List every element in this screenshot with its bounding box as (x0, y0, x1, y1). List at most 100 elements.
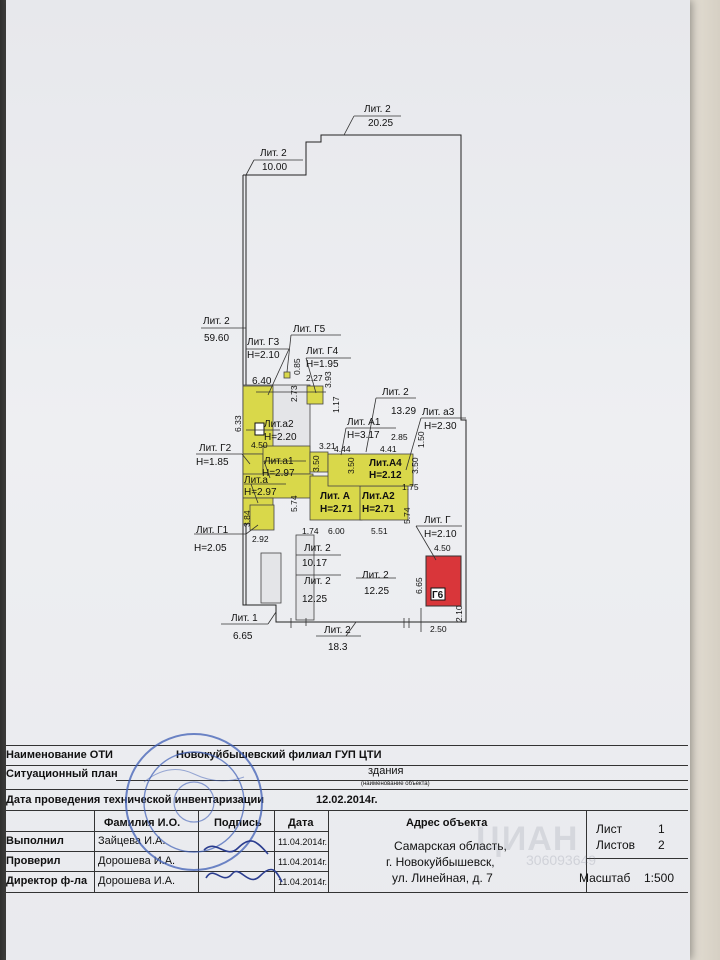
address-line: г. Новокуйбышевск, (386, 855, 495, 869)
label: Н=2.30 (424, 421, 457, 432)
label: Н=2.05 (194, 543, 227, 554)
dimension: 3.50 (410, 457, 420, 474)
label: Лит. Г2 (199, 443, 232, 454)
watermark-id: 306093649 (526, 852, 597, 868)
col-date: Дата (288, 817, 314, 829)
plan-label: Ситуационный план (6, 768, 118, 780)
role: Выполнил (6, 835, 64, 847)
sheet-value: 1 (658, 822, 665, 836)
dimension: 6.65 (233, 631, 253, 642)
plan-caption: (наименование объекта) (361, 781, 430, 787)
official-stamp (125, 733, 263, 871)
leader-lines (194, 115, 466, 637)
dimension: 5.51 (371, 526, 388, 536)
document-sheet: Лит. 2 20.25 Лит. 2 10.00 Лит. 2 59.60 Л… (6, 0, 690, 960)
label: Лит. 2 (304, 543, 331, 554)
label: Н=2.97 (262, 468, 295, 479)
label: Н=2.20 (264, 432, 297, 443)
dimension: 1.75 (402, 482, 419, 492)
signature-marks (203, 840, 283, 883)
dimension: 12.25 (302, 594, 327, 605)
label: Лит.а (244, 475, 268, 486)
label: Лит. Г3 (247, 337, 280, 348)
small-marker (254, 422, 265, 436)
lit-a2-main-block (359, 485, 409, 521)
dimension: 3.50 (346, 457, 356, 474)
label: Лит. 2 (364, 104, 391, 115)
lit-g4-block (306, 385, 324, 405)
label: Н=2.10 (247, 350, 280, 361)
dimension: 59.60 (204, 333, 229, 344)
label: Лит. А (320, 491, 350, 502)
label: Н=2.97 (244, 487, 277, 498)
dimension: 20.25 (368, 118, 393, 129)
label: Лит. 2 (324, 625, 351, 636)
dimension: 2.27 (306, 373, 323, 383)
dimension: 3.21 (319, 441, 336, 451)
dimension: 10.00 (262, 162, 287, 173)
oti-value: Новокуйбышевский филиал ГУП ЦТИ (176, 749, 382, 761)
role: Проверил (6, 855, 61, 867)
lit-a2-block (262, 445, 311, 475)
inventory-date: 12.02.2014г. (316, 794, 378, 806)
label: Лит. 2 (382, 387, 409, 398)
dimension: 4.50 (434, 543, 451, 553)
sheet-label: Лист (596, 822, 623, 836)
label: Н=2.10 (424, 529, 457, 540)
dimension: 6.33 (233, 415, 243, 432)
dimension: 6.00 (328, 526, 345, 536)
label: Лит.А2 (362, 491, 395, 502)
yellow-buildings (242, 371, 414, 531)
boundary-ticks (290, 618, 410, 628)
dimension: 2.73 (289, 385, 299, 402)
sign-date: 11.04.2014г. (278, 857, 328, 867)
site-plan: Лит. 2 20.25 Лит. 2 10.00 Лит. 2 59.60 Л… (194, 104, 467, 653)
scale-label: Масштаб (579, 871, 631, 885)
label: Лит. 2 (260, 148, 287, 159)
scale-value: 1:500 (644, 871, 675, 885)
label: Лит. а3 (422, 407, 455, 418)
g6-box (430, 587, 446, 601)
dimension: 18.3 (328, 642, 348, 653)
address-line: Самарская область, (394, 839, 507, 853)
oti-label: Наименование ОТИ (6, 749, 113, 761)
date-label: Дата проведения технической инвентаризац… (6, 794, 265, 806)
label: Лит. Г1 (196, 525, 229, 536)
col-sign: Подпись (214, 817, 262, 829)
label: Лит. Г5 (293, 324, 326, 335)
label: Н=1.85 (196, 457, 229, 468)
dimension: 1.17 (331, 396, 341, 413)
label: Лит. 2 (362, 570, 389, 581)
dimension: 4.50 (251, 440, 268, 450)
label: Лит.а2 (264, 419, 294, 430)
dimension: 3.84 (242, 510, 252, 527)
label: Н=2.12 (369, 470, 402, 481)
lit-g1-block (249, 504, 275, 531)
plan-text: Лит. 2 20.25 Лит. 2 10.00 Лит. 2 59.60 Л… (194, 104, 464, 653)
lit-g2-block (242, 453, 264, 477)
lit-a4-block (327, 453, 414, 487)
watermark-text: ЦИАН (476, 820, 579, 858)
dimension: 3.50 (311, 455, 321, 472)
dimension: 4.44 (334, 444, 351, 454)
dimension: 13.29 (391, 406, 416, 417)
role: Директор ф-ла (6, 875, 88, 887)
dimension: 0.85 (292, 358, 302, 375)
label: Лит. 2 (304, 576, 331, 587)
name: Зайцева И.А. (98, 835, 166, 847)
label: Н=1.95 (306, 359, 339, 370)
plot-boundary (242, 134, 467, 623)
label: Лит. А1 (347, 417, 381, 428)
name: Дорошева И.А. (98, 875, 176, 887)
dimension: 6.40 (252, 376, 272, 387)
col-name: Фамилия И.О. (104, 817, 181, 829)
dimension: 6.65 (414, 577, 424, 594)
sheets-label: Листов (596, 838, 635, 852)
dimension: 1.50 (416, 431, 426, 448)
dimension: 4.41 (380, 444, 397, 454)
plan-value: здания (368, 765, 404, 777)
label: Н=2.71 (320, 504, 353, 515)
dimension: 2.10 (454, 605, 464, 622)
sign-date: 11.04.2014г. (278, 877, 328, 887)
address-line: ул. Линейная, д. 7 (392, 871, 493, 885)
